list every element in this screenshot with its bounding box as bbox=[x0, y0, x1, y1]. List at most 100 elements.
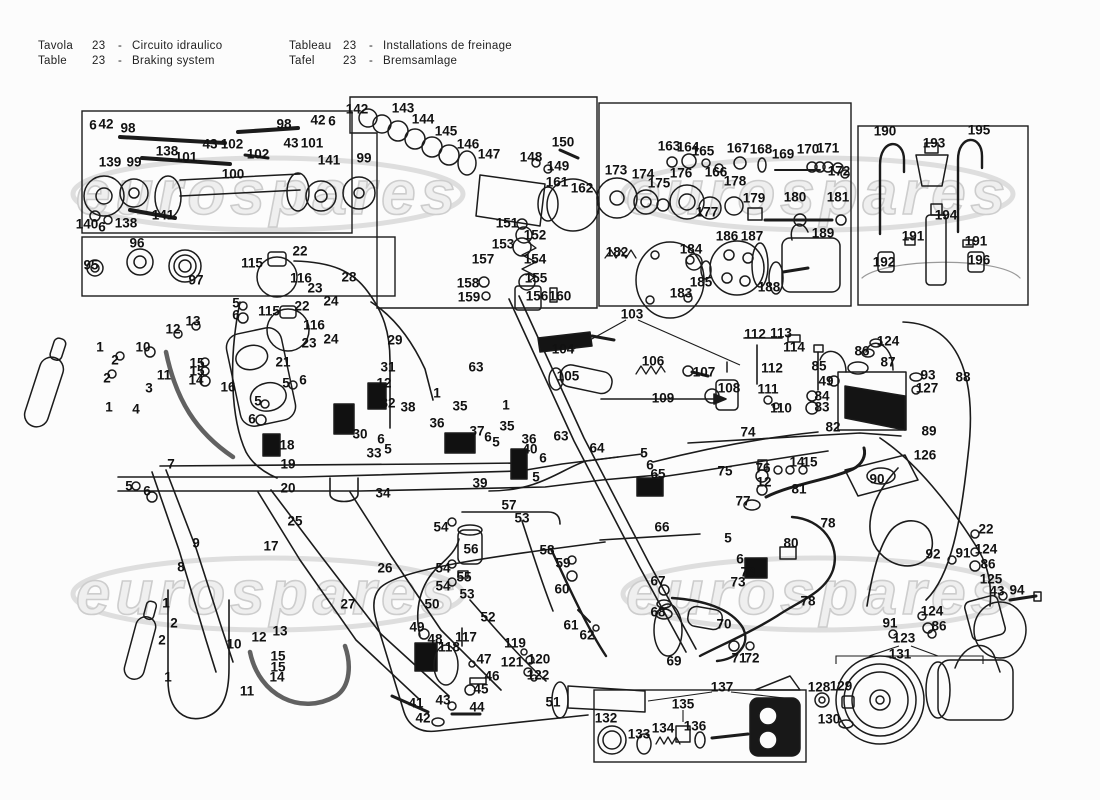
pipe-20 bbox=[117, 474, 659, 492]
part-label-109: 109 bbox=[652, 391, 675, 406]
part-label-42: 42 bbox=[415, 711, 430, 726]
part-label-1: 1 bbox=[502, 398, 510, 413]
part-label-28: 28 bbox=[341, 270, 357, 285]
part-label-141: 141 bbox=[318, 153, 341, 168]
part-label-150: 150 bbox=[552, 135, 575, 150]
part-label-137: 137 bbox=[711, 680, 734, 695]
part-label-2: 2 bbox=[170, 616, 178, 631]
part-label-91: 91 bbox=[882, 616, 898, 631]
part-label-103: 103 bbox=[621, 307, 644, 322]
pipe-17 bbox=[257, 491, 421, 701]
part-label-13: 13 bbox=[272, 624, 288, 639]
part-label-14: 14 bbox=[188, 373, 204, 388]
header-row-dash: - bbox=[369, 54, 374, 67]
servo-boosters bbox=[225, 251, 310, 427]
part-label-134: 134 bbox=[652, 721, 675, 736]
part-label-29: 29 bbox=[387, 333, 402, 348]
part-label-10: 10 bbox=[226, 637, 241, 652]
hose-58 bbox=[549, 547, 608, 658]
part-label-18: 18 bbox=[279, 438, 295, 453]
part-label-85: 85 bbox=[811, 359, 827, 374]
part-label-10: 10 bbox=[135, 340, 150, 355]
part-label-164: 164 bbox=[677, 140, 700, 155]
part-label-138: 138 bbox=[115, 216, 138, 231]
watermark-swoosh bbox=[620, 555, 1016, 633]
part-label-24: 24 bbox=[323, 332, 339, 347]
header-row-name: Tableau bbox=[289, 40, 332, 52]
clutch-master-51 bbox=[551, 681, 646, 719]
part-label-49: 49 bbox=[818, 374, 833, 389]
part-label-104: 104 bbox=[552, 342, 575, 357]
header-row-num: 23 bbox=[343, 40, 357, 52]
part-label-131: 131 bbox=[889, 647, 912, 662]
group-box-discs-box bbox=[81, 236, 396, 297]
part-label-95: 95 bbox=[83, 258, 99, 273]
header-row-num: 23 bbox=[92, 54, 106, 67]
group-box-slave-cylinder-box bbox=[593, 689, 807, 763]
junction-blocks bbox=[262, 382, 768, 672]
part-label-86: 86 bbox=[980, 557, 996, 572]
pipe-64 bbox=[488, 453, 643, 492]
part-label-15: 15 bbox=[189, 364, 205, 379]
part-label-96: 96 bbox=[129, 236, 145, 251]
part-label-130: 130 bbox=[818, 712, 841, 727]
part-label-65: 65 bbox=[650, 467, 666, 482]
part-label-159: 159 bbox=[458, 290, 481, 305]
part-label-138: 138 bbox=[156, 144, 179, 159]
filter-56 bbox=[447, 517, 483, 587]
part-label-144: 144 bbox=[412, 112, 435, 127]
part-label-2: 2 bbox=[111, 353, 119, 368]
part-label-195: 195 bbox=[968, 123, 991, 138]
part-label-176: 176 bbox=[670, 166, 693, 181]
part-label-194: 194 bbox=[935, 208, 958, 223]
pipe-28 bbox=[293, 260, 391, 429]
pipe-16 bbox=[231, 301, 278, 479]
part-label-127: 127 bbox=[916, 381, 939, 396]
part-label-12: 12 bbox=[376, 376, 391, 391]
part-label-190: 190 bbox=[874, 124, 897, 139]
part-label-147: 147 bbox=[478, 147, 501, 162]
part-label-140: 140 bbox=[76, 217, 99, 232]
leader-123-left bbox=[868, 645, 900, 657]
part-label-38: 38 bbox=[400, 400, 416, 415]
part-label-73: 73 bbox=[730, 575, 746, 590]
part-label-5: 5 bbox=[384, 442, 392, 457]
part-label-102: 102 bbox=[247, 147, 270, 162]
part-label-5: 5 bbox=[254, 394, 262, 409]
part-label-25: 25 bbox=[287, 514, 303, 529]
header-row-name: Table bbox=[38, 54, 67, 67]
part-label-162: 162 bbox=[571, 181, 594, 196]
part-label-32: 32 bbox=[380, 396, 395, 411]
part-label-27: 27 bbox=[340, 597, 355, 612]
part-label-12: 12 bbox=[165, 322, 180, 337]
leader-123-right bbox=[910, 645, 939, 657]
pipe-20-loop bbox=[329, 477, 359, 503]
reservoir-assembly bbox=[819, 342, 919, 497]
part-label-92: 92 bbox=[925, 547, 940, 562]
part-label-113: 113 bbox=[770, 326, 792, 341]
part-label-115: 115 bbox=[258, 304, 280, 319]
part-label-70: 70 bbox=[716, 617, 731, 632]
axle-assembly bbox=[83, 126, 376, 225]
part-label-6: 6 bbox=[736, 552, 744, 567]
shock-absorbers bbox=[23, 337, 158, 681]
part-label-3: 3 bbox=[145, 381, 153, 396]
part-label-46: 46 bbox=[484, 669, 500, 684]
part-label-188: 188 bbox=[758, 280, 781, 295]
part-label-58: 58 bbox=[539, 543, 555, 558]
slave-cylinder-parts bbox=[597, 675, 801, 757]
part-label-49: 49 bbox=[409, 620, 424, 635]
part-label-33: 33 bbox=[366, 446, 382, 461]
part-label-184: 184 bbox=[680, 242, 703, 257]
part-label-36: 36 bbox=[521, 432, 537, 447]
part-label-106: 106 bbox=[642, 354, 665, 369]
pipe-88 bbox=[902, 321, 972, 601]
part-label-173: 173 bbox=[605, 163, 628, 178]
part-label-110: 110 bbox=[770, 401, 792, 416]
part-label-196: 196 bbox=[968, 253, 991, 268]
part-label-101: 101 bbox=[301, 136, 324, 151]
part-label-117: 117 bbox=[455, 630, 477, 645]
group-box-axle-box bbox=[81, 110, 353, 234]
part-label-168: 168 bbox=[750, 142, 773, 157]
